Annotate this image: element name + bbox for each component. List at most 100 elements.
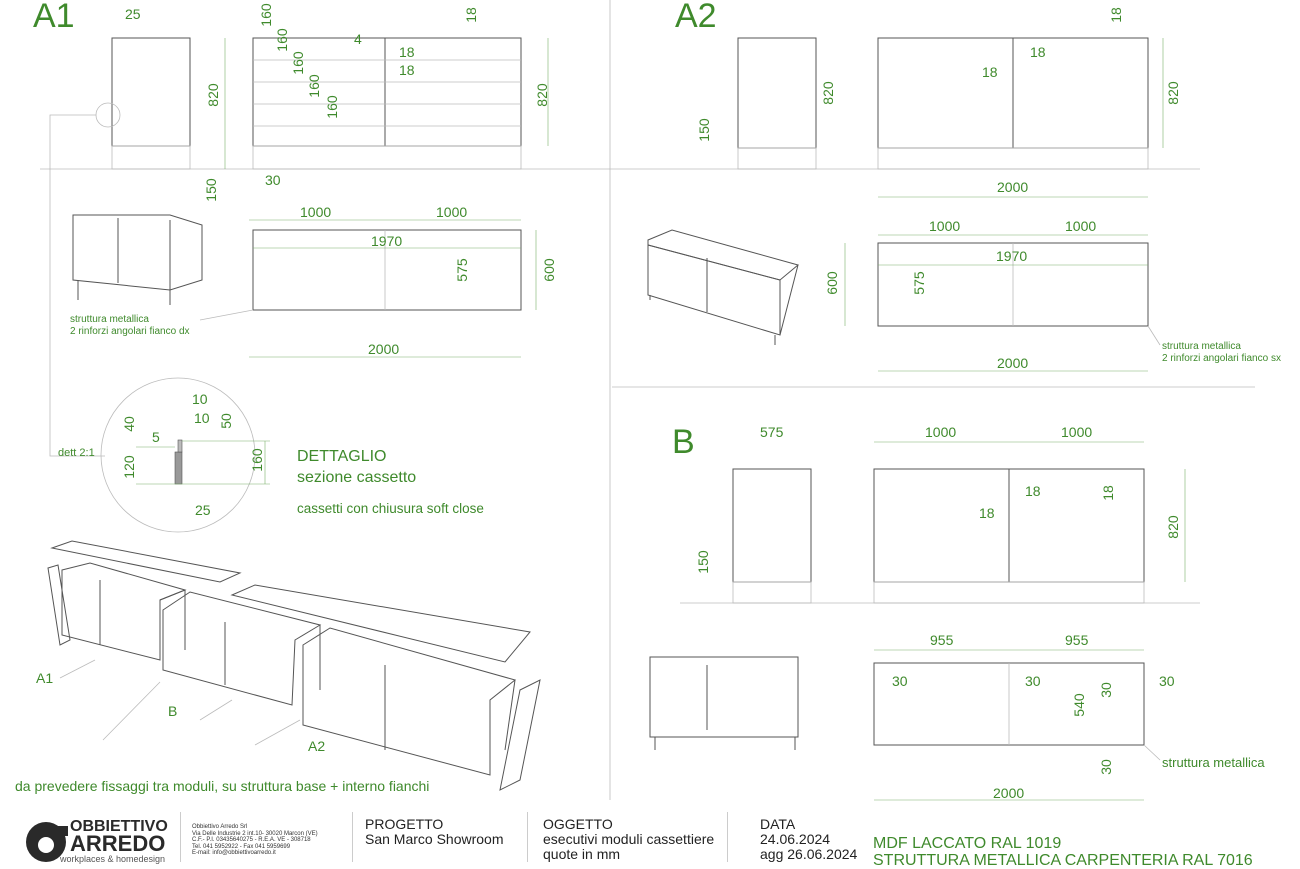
- dimension-label: 2000: [997, 179, 1028, 195]
- date-block: DATA 24.06.2024 agg 26.06.2024: [760, 817, 857, 862]
- drawer-section-detail: [100, 377, 270, 533]
- material-mdf: MDF LACCATO RAL 1019: [873, 835, 1062, 852]
- dimension-label: 18: [982, 64, 998, 80]
- dimension-label: 600: [541, 258, 557, 282]
- view-title-a2: A2: [675, 0, 717, 35]
- a2-front-elevation: [877, 37, 1164, 198]
- dimension-label: 18: [1108, 7, 1124, 23]
- date-label: DATA: [760, 816, 796, 832]
- a1-structure-note-2: 2 rinforzi angolari fianco dx: [70, 326, 190, 337]
- dimension-label: 2000: [368, 341, 399, 357]
- b-structure-note: struttura metallica: [1162, 755, 1265, 770]
- dimension-label: 18: [1030, 44, 1046, 60]
- a1-side-elevation: [49, 37, 191, 457]
- dimension-label: 1000: [1061, 424, 1092, 440]
- module-label-a2: A2: [308, 738, 325, 754]
- footer-divider: [727, 812, 728, 862]
- detail-subtitle: sezione cassetto: [297, 469, 416, 486]
- a1-isometric-view: [72, 214, 203, 305]
- footer-divider: [527, 812, 528, 862]
- exploded-isometric-view: [47, 540, 541, 791]
- dimension-label: 820: [534, 83, 550, 107]
- a2-isometric-view: [647, 229, 800, 345]
- a1-front-elevation: [224, 37, 549, 170]
- date-updated: agg 26.06.2024: [760, 846, 858, 862]
- detail-reference: dett 2:1: [58, 447, 95, 459]
- a2-plan-view: [844, 234, 1161, 372]
- company-logo: [26, 822, 68, 862]
- dimension-label: 160: [290, 51, 306, 75]
- materials-block: MDF LACCATO RAL 1019 STRUTTURA METALLICA…: [873, 835, 1253, 869]
- dimension-label: 160: [324, 95, 340, 119]
- dimension-label: 30: [1098, 759, 1114, 775]
- dimension-label: 600: [824, 271, 840, 295]
- dimension-label: 955: [930, 632, 954, 648]
- dimension-label: 160: [249, 448, 265, 472]
- dimension-label: 5: [152, 429, 160, 445]
- subject-block: OGGETTO esecutivi moduli cassettiere quo…: [543, 817, 714, 862]
- dimension-label: 820: [205, 83, 221, 107]
- detail-note: cassetti con chiusura soft close: [297, 501, 484, 516]
- company-phone: Tel. 041 5952922 - Fax 041 5959699: [192, 843, 291, 850]
- dimension-label: 25: [125, 6, 141, 22]
- logo-line-2: ARREDO: [70, 831, 166, 856]
- company-email: E-mail: info@obbiettivoarredo.it: [192, 850, 276, 856]
- detail-title: DETTAGLIO: [297, 448, 387, 465]
- dimension-label: 30: [1098, 682, 1114, 698]
- dimension-label: 10: [192, 391, 208, 407]
- dimension-label: 18: [399, 44, 415, 60]
- module-label-b: B: [168, 703, 177, 719]
- dimension-label: 1000: [300, 204, 331, 220]
- footer-divider: [352, 812, 353, 862]
- a2-structure-note-2: 2 rinforzi angolari fianco sx: [1162, 353, 1281, 364]
- dimension-label: 18: [1025, 483, 1041, 499]
- subject-label: OGGETTO: [543, 816, 613, 832]
- logo-tagline: workplaces & homedesign: [60, 854, 166, 864]
- dimension-label: 1970: [371, 233, 402, 249]
- dimension-label: 540: [1071, 693, 1087, 717]
- view-title-b: B: [672, 423, 695, 461]
- dimension-label: 25: [195, 502, 211, 518]
- dimension-label: 30: [1025, 673, 1041, 689]
- a2-structure-note: struttura metallica: [1162, 341, 1241, 352]
- company-name: Obbiettivo Arredo Srl: [192, 824, 248, 830]
- b-front-elevation: [873, 441, 1186, 604]
- dimension-label: 160: [258, 3, 274, 27]
- dimension-label: 160: [306, 74, 322, 98]
- dimension-label: 150: [203, 178, 219, 202]
- dimension-label: 820: [1165, 515, 1181, 539]
- material-structure: STRUTTURA METALLICA CARPENTERIA RAL 7016: [873, 852, 1253, 869]
- dimension-label: 2000: [997, 355, 1028, 371]
- dimension-label: 1970: [996, 248, 1027, 264]
- dimension-label: 160: [274, 28, 290, 52]
- dimension-label: 18: [979, 505, 995, 521]
- dimension-label: 150: [695, 550, 711, 574]
- b-plan-view: [873, 649, 1161, 801]
- dimension-label: 30: [1159, 673, 1175, 689]
- dimension-label: 1000: [436, 204, 467, 220]
- dimension-label: 50: [218, 413, 234, 429]
- subject-line-1: esecutivi moduli cassettiere: [543, 831, 715, 847]
- view-title-a1: A1: [33, 0, 75, 35]
- a2-side-elevation: [737, 37, 817, 170]
- dimension-label: 575: [454, 258, 470, 282]
- company-tax-id: C.F.- P.I. 03435640275 - R.E.A. VE - 308…: [192, 837, 311, 843]
- dimension-label: 2000: [993, 785, 1024, 801]
- dimension-label: 40: [121, 416, 137, 432]
- dimension-label: 1000: [925, 424, 956, 440]
- dimension-label: 820: [820, 81, 836, 105]
- dimension-label: 1000: [1065, 218, 1096, 234]
- fixing-note: da prevedere fissaggi tra moduli, su str…: [15, 778, 429, 794]
- company-address: Via Delle Industrie 2 int.10- 30020 Marc…: [192, 830, 318, 837]
- dimension-label: 955: [1065, 632, 1089, 648]
- a1-structure-note: struttura metallica: [70, 314, 149, 325]
- dimension-label: 150: [696, 118, 712, 142]
- subject-line-2: quote in mm: [543, 846, 621, 862]
- footer-divider: [180, 812, 181, 862]
- dimension-label: 820: [1165, 81, 1181, 105]
- dimension-label: 10: [194, 410, 210, 426]
- module-label-a1: A1: [36, 670, 53, 686]
- project-label: PROGETTO: [365, 816, 444, 832]
